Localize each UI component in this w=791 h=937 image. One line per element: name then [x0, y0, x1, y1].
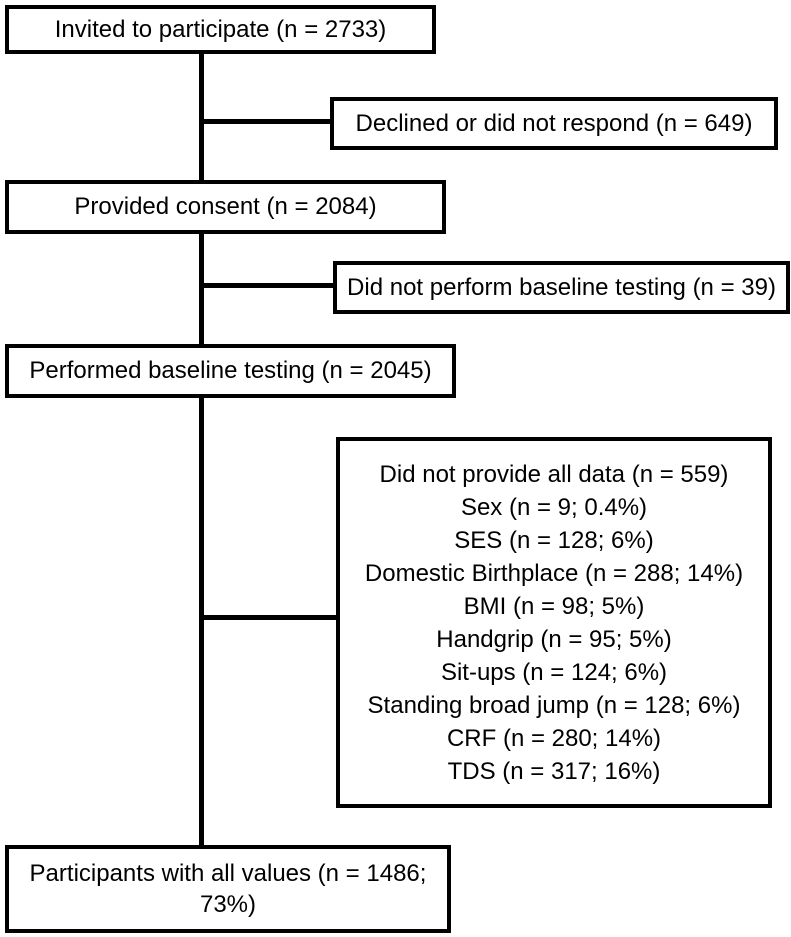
box-no-baseline-testing-label: Did not perform baseline testing (n = 39…: [347, 273, 776, 301]
missing-data-item-ses: SES (n = 128; 6%): [454, 526, 654, 554]
missing-data-item-standing-broad-jump: Standing broad jump (n = 128; 6%): [367, 691, 741, 719]
trunk-connector-line: [199, 52, 204, 846]
no-baseline-connector-line: [202, 283, 335, 288]
missing-data-item-tds: TDS (n = 317; 16%): [447, 757, 661, 785]
box-missing-data: Did not provide all data (n = 559) Sex (…: [336, 437, 772, 808]
box-provided-consent: Provided consent (n = 2084): [5, 180, 446, 234]
missing-data-item-crf: CRF (n = 280; 14%): [446, 724, 662, 752]
missing-data-item-bmi: BMI (n = 98; 5%): [463, 592, 645, 620]
missing-data-item-sex: Sex (n = 9; 0.4%): [460, 493, 648, 521]
box-performed-baseline-testing-label: Performed baseline testing (n = 2045): [29, 357, 432, 384]
box-declined-label: Declined or did not respond (n = 649): [355, 109, 753, 137]
box-invited: Invited to participate (n = 2733): [5, 5, 436, 54]
box-participants-all-values-label: Participants with all values (n = 1486; …: [29, 860, 427, 918]
box-performed-baseline-testing: Performed baseline testing (n = 2045): [5, 344, 456, 398]
declined-connector-line: [202, 119, 332, 124]
missing-data-item-domestic-birthplace: Domestic Birthplace (n = 288; 14%): [364, 559, 744, 587]
missing-data-item-handgrip: Handgrip (n = 95; 5%): [436, 625, 672, 653]
box-provided-consent-label: Provided consent (n = 2084): [74, 193, 377, 220]
box-no-baseline-testing: Did not perform baseline testing (n = 39…: [333, 261, 790, 314]
box-invited-label: Invited to participate (n = 2733): [54, 15, 387, 43]
missing-data-connector-line: [202, 615, 338, 620]
box-participants-all-values: Participants with all values (n = 1486; …: [5, 845, 451, 933]
box-declined: Declined or did not respond (n = 649): [330, 97, 778, 150]
missing-data-title: Did not provide all data (n = 559): [379, 460, 729, 488]
missing-data-item-situps: Sit-ups (n = 124; 6%): [440, 658, 668, 686]
